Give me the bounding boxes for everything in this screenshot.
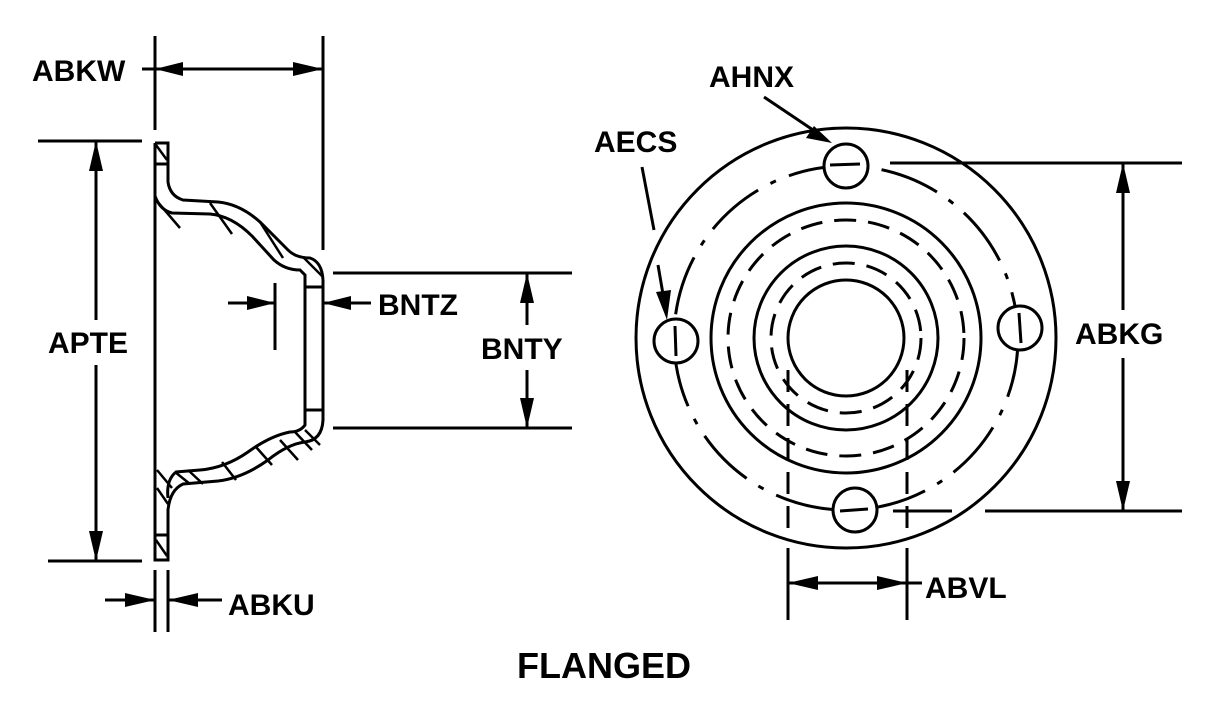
leader-aecs: AECS [594,126,677,320]
side-view: ABKW APTE BNTZ [32,36,572,632]
bolt-hole-bottom [831,486,879,534]
bolt-hole-right [996,304,1044,352]
label-abvl: ABVL [925,572,1007,605]
outlet-hidden-circle [769,261,923,415]
arrowhead-left [168,593,198,607]
label-apte: APTE [48,327,128,360]
bolt-hole-left [652,317,700,365]
arrowhead-down [89,531,103,561]
label-abkg: ABKG [1075,318,1163,351]
arrowhead-right [125,593,155,607]
body-outer-circle [709,201,983,475]
label-ahnx: AHNX [709,61,794,94]
label-aecs: AECS [594,126,677,159]
arrowhead-down [520,398,534,428]
leader-ahnx: AHNX [709,61,832,143]
dimension-abvl: ABVL [786,370,1007,620]
label-bnty: BNTY [481,333,563,366]
arrowhead-left [155,62,183,76]
bolt-holes [652,142,1044,534]
arrowhead-up [89,141,103,171]
arrowhead [656,290,671,320]
flange-outer-circle [634,126,1058,550]
arrowhead-left [788,576,818,590]
arrowhead-right [247,296,275,310]
dimension-apte: APTE [38,139,142,563]
diagram-title: FLANGED [517,645,691,686]
arrowhead-down [1116,481,1130,511]
front-view: AHNX AECS ABKG [594,61,1182,620]
arrowhead [806,126,832,143]
label-bntz: BNTZ [378,289,458,322]
arrowhead-right [877,576,907,590]
body-hidden-circle [726,218,966,458]
bore-circle [786,278,906,398]
label-abku: ABKU [228,589,315,622]
outlet-outer-circle [752,244,940,432]
dimension-bntz: BNTZ [228,283,458,350]
label-abkw: ABKW [32,55,126,88]
arrowhead-right [293,62,323,76]
arrowhead-up [520,273,534,303]
flange-section-profile [153,141,325,562]
section-hatching [154,144,323,557]
dimension-bnty: BNTY [333,271,572,430]
dimension-abkg: ABKG [890,161,1182,513]
bolt-hole-top [822,142,870,190]
dimension-abku: ABKU [105,570,315,632]
dimension-abkw: ABKW [32,36,325,250]
arrowhead-left [323,296,351,310]
bolt-circle [672,164,1020,512]
arrowhead-up [1116,163,1130,193]
